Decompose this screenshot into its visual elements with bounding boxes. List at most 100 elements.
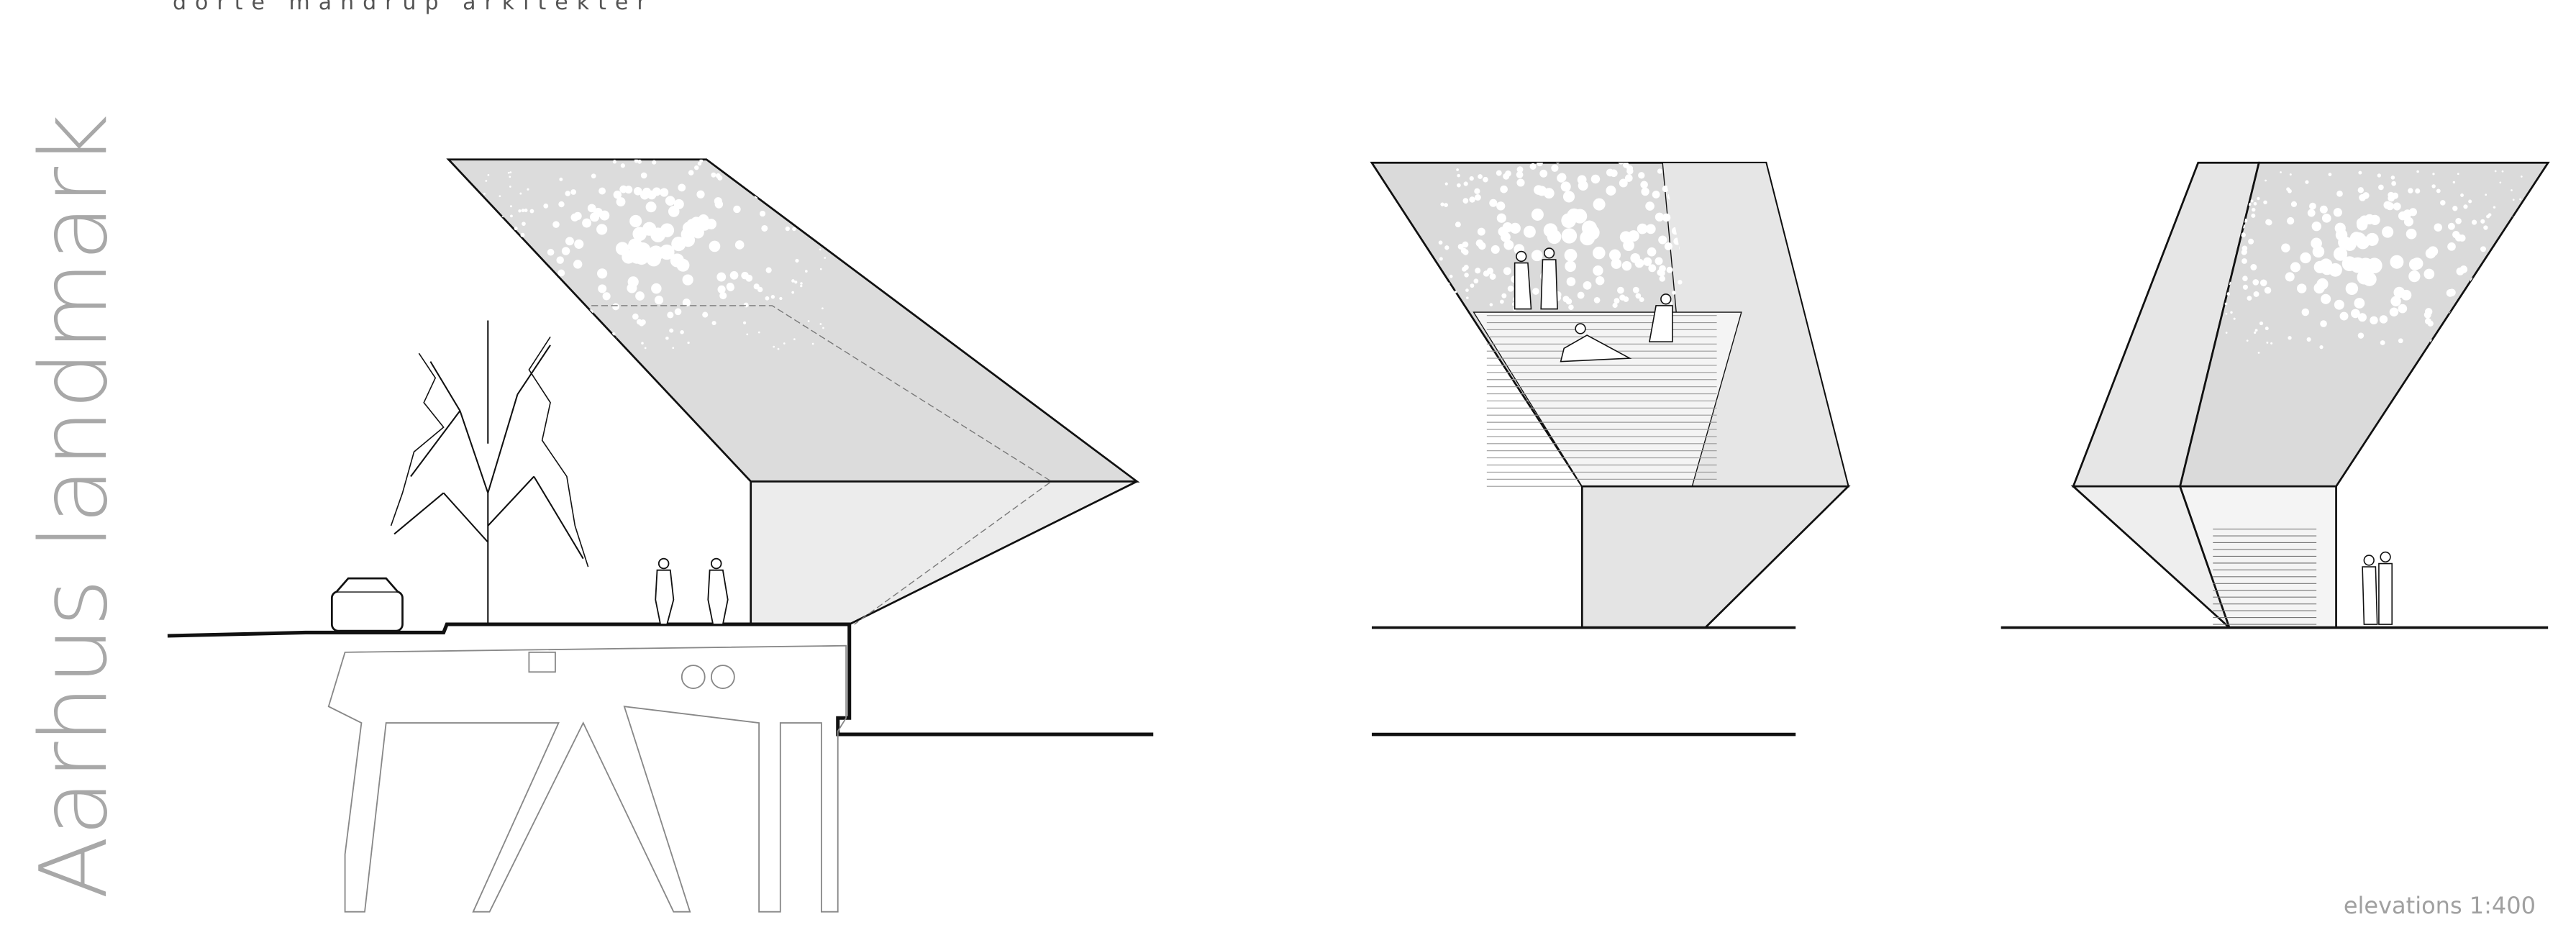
perforation-dot <box>573 211 582 220</box>
perforation-dot <box>2248 238 2254 245</box>
perforation-dot <box>1473 151 1475 153</box>
perforation-dot <box>1566 277 1576 286</box>
perforation-dot <box>2286 187 2290 191</box>
perforation-dot <box>2483 300 2488 305</box>
perforation-dot <box>1664 242 1672 250</box>
perforation-dot <box>1648 264 1657 273</box>
perforation-dot <box>1514 155 1519 159</box>
perforation-dot <box>1683 156 1685 158</box>
perforation-dot <box>742 168 745 172</box>
perforation-dot <box>515 243 520 248</box>
perforation-dot <box>1466 296 1469 300</box>
perforation-dot <box>1537 186 1547 196</box>
perforation-dot <box>1489 273 1496 280</box>
perforation-dot <box>1469 176 1474 181</box>
perforation-dot <box>1583 281 1592 290</box>
car-icon <box>330 577 404 632</box>
perforation-dot <box>2281 243 2290 252</box>
perforation-dot <box>496 214 499 217</box>
perforation-dot <box>500 295 503 298</box>
perforation-dot <box>2483 225 2488 230</box>
perforation-dot <box>1469 196 1475 203</box>
perforation-dot <box>1619 178 1628 188</box>
perforation-dot <box>1483 176 1488 183</box>
perforation-dot <box>565 237 574 246</box>
perforation-dot <box>559 313 563 317</box>
perforation-dot <box>665 196 675 206</box>
perforation-dot <box>675 147 678 149</box>
perforation-dot <box>2480 219 2485 224</box>
perforation-dot <box>564 338 566 341</box>
perforation-dot <box>2380 340 2385 345</box>
perforation-dot <box>524 288 529 292</box>
perforation-dot <box>1639 297 1644 302</box>
perforation-dot <box>680 330 684 334</box>
perforation-dot <box>2241 232 2246 237</box>
perforation-dot <box>635 291 645 301</box>
perforation-dot <box>1595 276 1605 286</box>
perforation-dot <box>793 338 796 341</box>
perforation-dot <box>1662 213 1671 222</box>
perforation-dot <box>1635 293 1642 299</box>
perforation-dot <box>1640 181 1648 189</box>
perforation-dot <box>1645 224 1656 234</box>
perforation-dot <box>651 283 662 294</box>
perforation-dot <box>1474 194 1481 201</box>
perforation-dot <box>552 221 560 228</box>
perforation-dot <box>1503 240 1514 250</box>
perforation-dot <box>1629 151 1634 155</box>
perforation-dot <box>747 183 752 189</box>
perforation-dot <box>481 298 484 301</box>
perforation-dot <box>1474 188 1480 194</box>
perforation-dot <box>2520 175 2523 178</box>
perforation-dot <box>1552 149 1557 154</box>
perforation-dot <box>667 311 674 319</box>
perforation-dot <box>2389 307 2399 316</box>
perforation-dot <box>2502 346 2505 348</box>
perforation-dot <box>795 258 799 263</box>
perforation-dot <box>711 321 716 326</box>
perforation-dot <box>1669 301 1673 305</box>
perforation-dot <box>509 175 511 178</box>
perforation-dot <box>2242 249 2247 255</box>
perforation-dot <box>1632 286 1639 293</box>
perforation-dot <box>2511 189 2513 191</box>
firm-name: dorte mandrup arkitekter <box>173 0 655 15</box>
perforation-dot <box>2251 213 2256 218</box>
perforation-dot <box>617 149 619 151</box>
perforation-dot <box>2390 255 2404 269</box>
perforation-dot <box>2357 313 2367 322</box>
perforation-dot <box>817 209 820 211</box>
stair-line <box>591 305 1052 625</box>
perforation-dot <box>2423 268 2435 280</box>
perforation-dot <box>489 266 491 269</box>
perforation-dot <box>2266 342 2269 344</box>
perforation-dot <box>1655 257 1663 265</box>
perforation-dot <box>2431 351 2434 354</box>
perforation-dot <box>543 203 549 209</box>
perforation-dot <box>2358 170 2362 175</box>
perforation-dot <box>2468 294 2475 301</box>
perforation-dot <box>508 147 510 149</box>
perforation-dot <box>2257 352 2260 354</box>
perforation-dot <box>1630 252 1641 263</box>
perforation-dot <box>496 227 498 229</box>
perforation-dot <box>561 247 570 255</box>
perforation-dot <box>2328 173 2332 176</box>
perforation-dot <box>529 209 534 214</box>
perforation-dot <box>629 250 645 264</box>
perforation-dot <box>796 196 799 199</box>
perforation-dot <box>2341 256 2357 272</box>
perforation-dot <box>1462 198 1469 204</box>
perforation-dot <box>647 190 657 200</box>
perforation-dot <box>682 298 691 307</box>
perforation-dot <box>602 292 611 301</box>
perforation-dot <box>1641 187 1649 196</box>
perforation-dot <box>674 308 682 316</box>
perforation-dot <box>2259 321 2264 326</box>
perforation-dot <box>539 346 542 348</box>
perforation-dot <box>1500 185 1508 193</box>
roof-panel <box>446 158 1140 483</box>
perforation-dot <box>1617 286 1624 294</box>
perforation-dot <box>809 189 811 192</box>
